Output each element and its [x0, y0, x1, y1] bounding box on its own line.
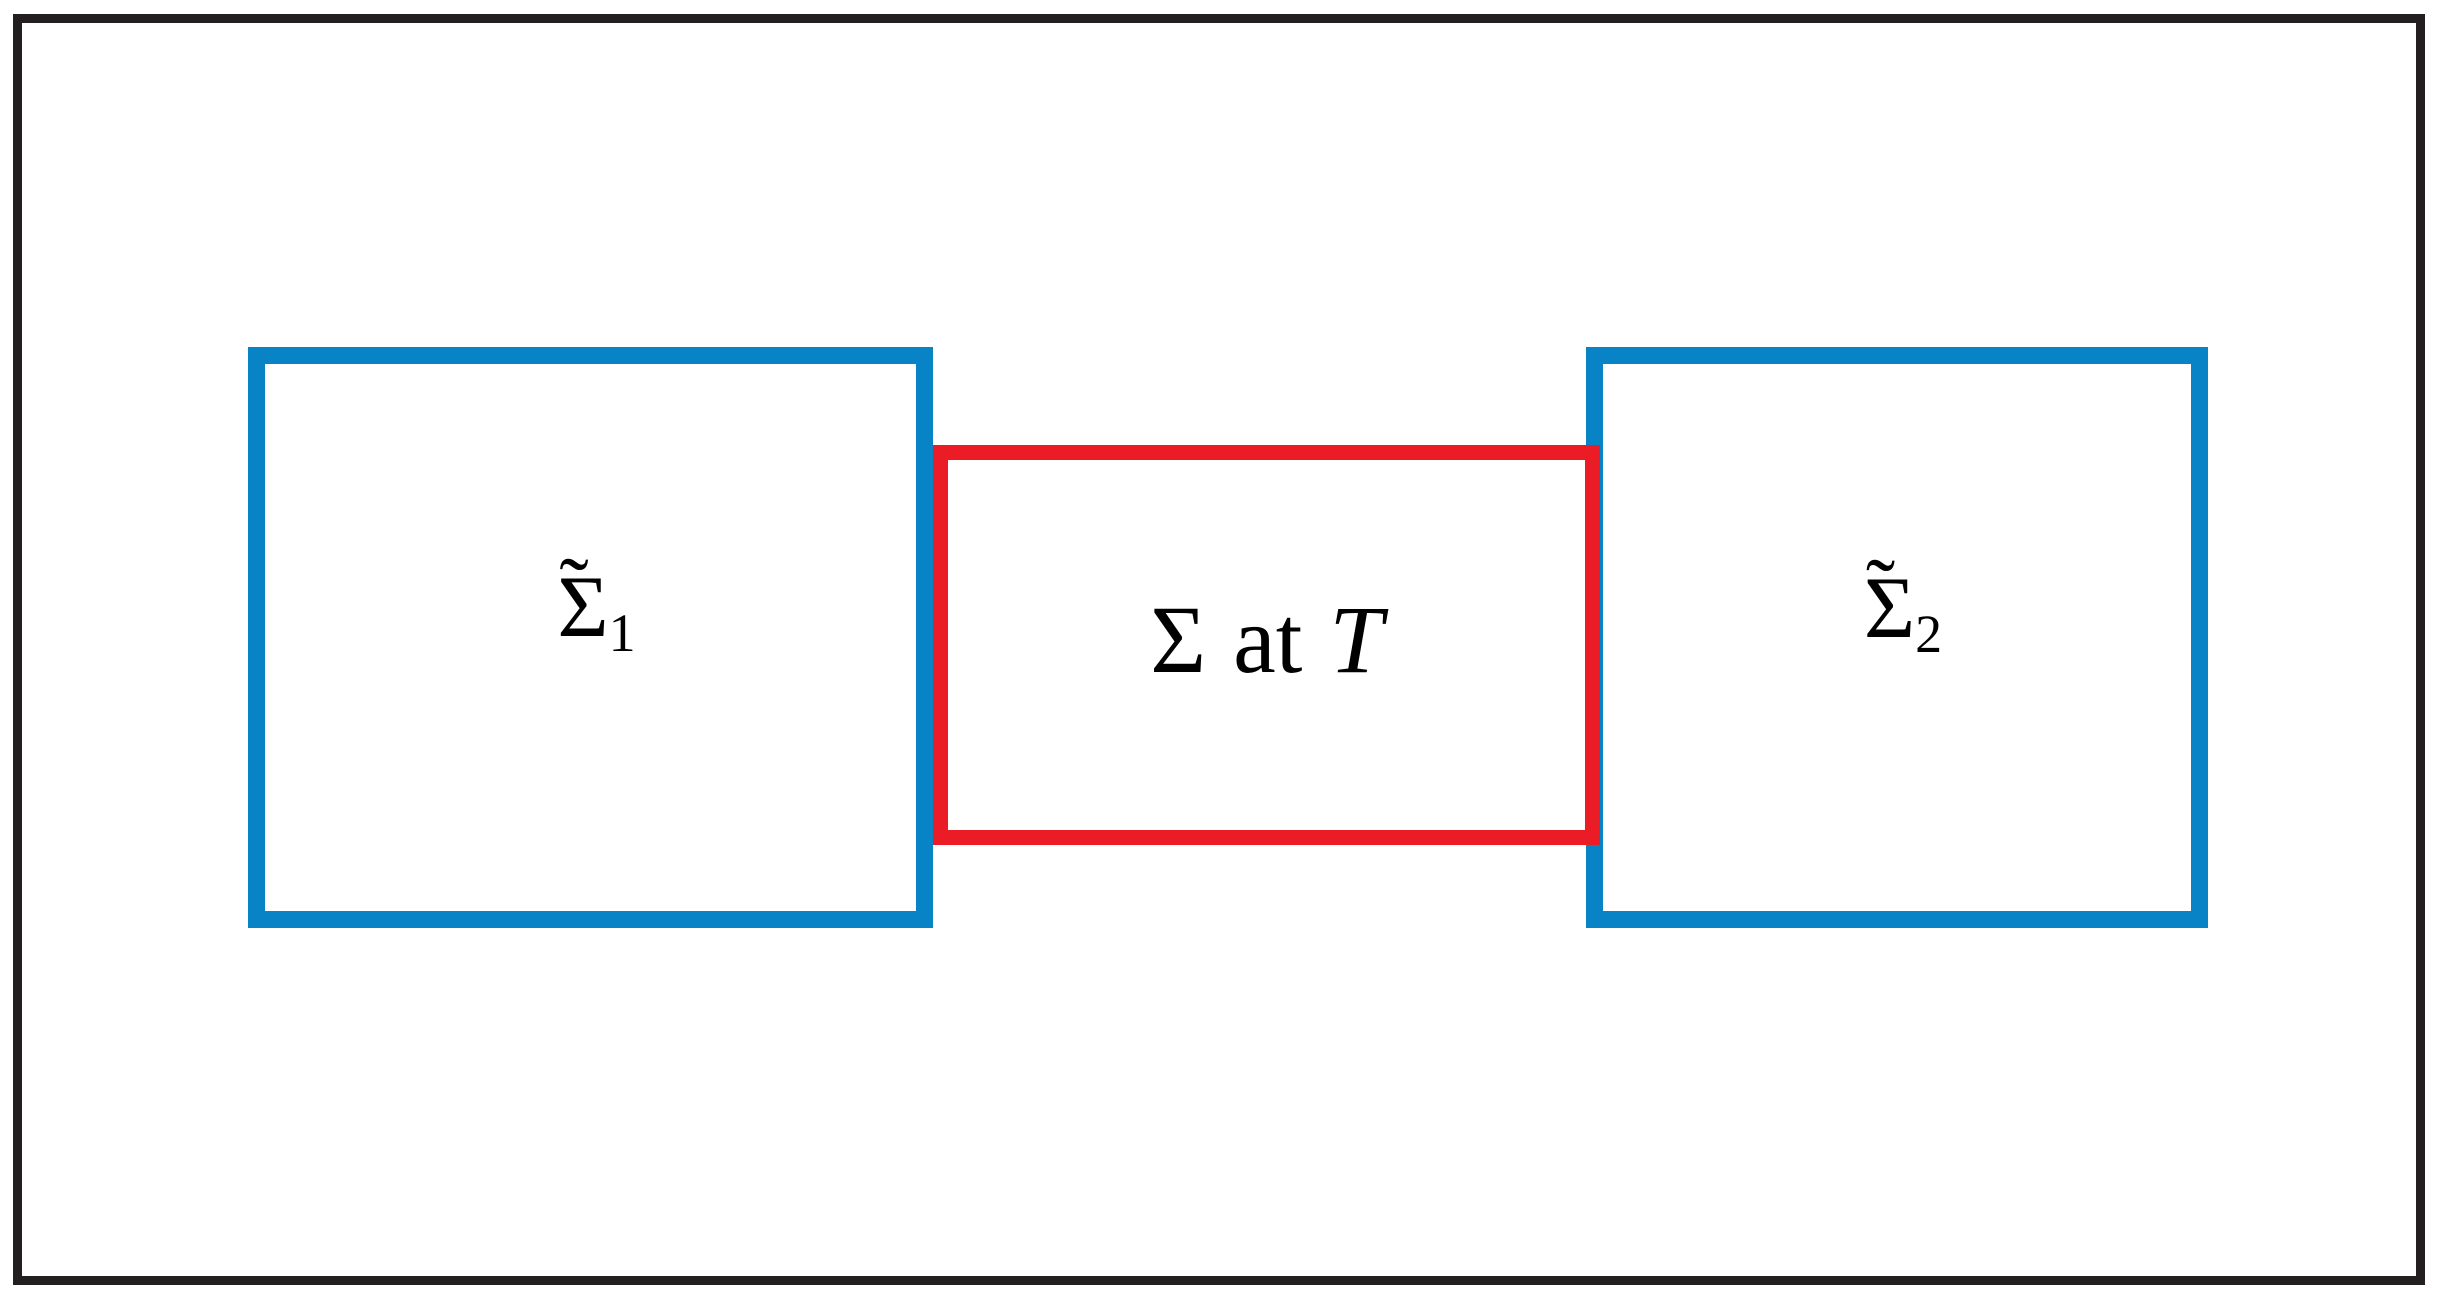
- label-sigma-tilde-2: ˜Σ2: [1863, 546, 1943, 664]
- label-sigma-tilde-1: ˜Σ1: [557, 545, 636, 663]
- outer-frame: [13, 14, 2425, 1285]
- sigma-symbol-right: Σ: [1863, 559, 1916, 657]
- time-variable-T: T: [1329, 586, 1383, 693]
- boundary-box-left: ˜Σ1: [248, 347, 933, 928]
- subscript-right: 2: [1915, 603, 1943, 664]
- sigma-symbol-left: Σ: [557, 558, 609, 656]
- word-at: at: [1233, 586, 1303, 693]
- sigma-symbol-middle: Σ: [1150, 586, 1207, 693]
- boundary-box-right: ˜Σ2: [1586, 347, 2208, 928]
- subscript-left: 1: [608, 602, 636, 663]
- tilde-accent-left: ˜: [559, 540, 589, 638]
- tilde-accent-right: ˜: [1865, 541, 1896, 639]
